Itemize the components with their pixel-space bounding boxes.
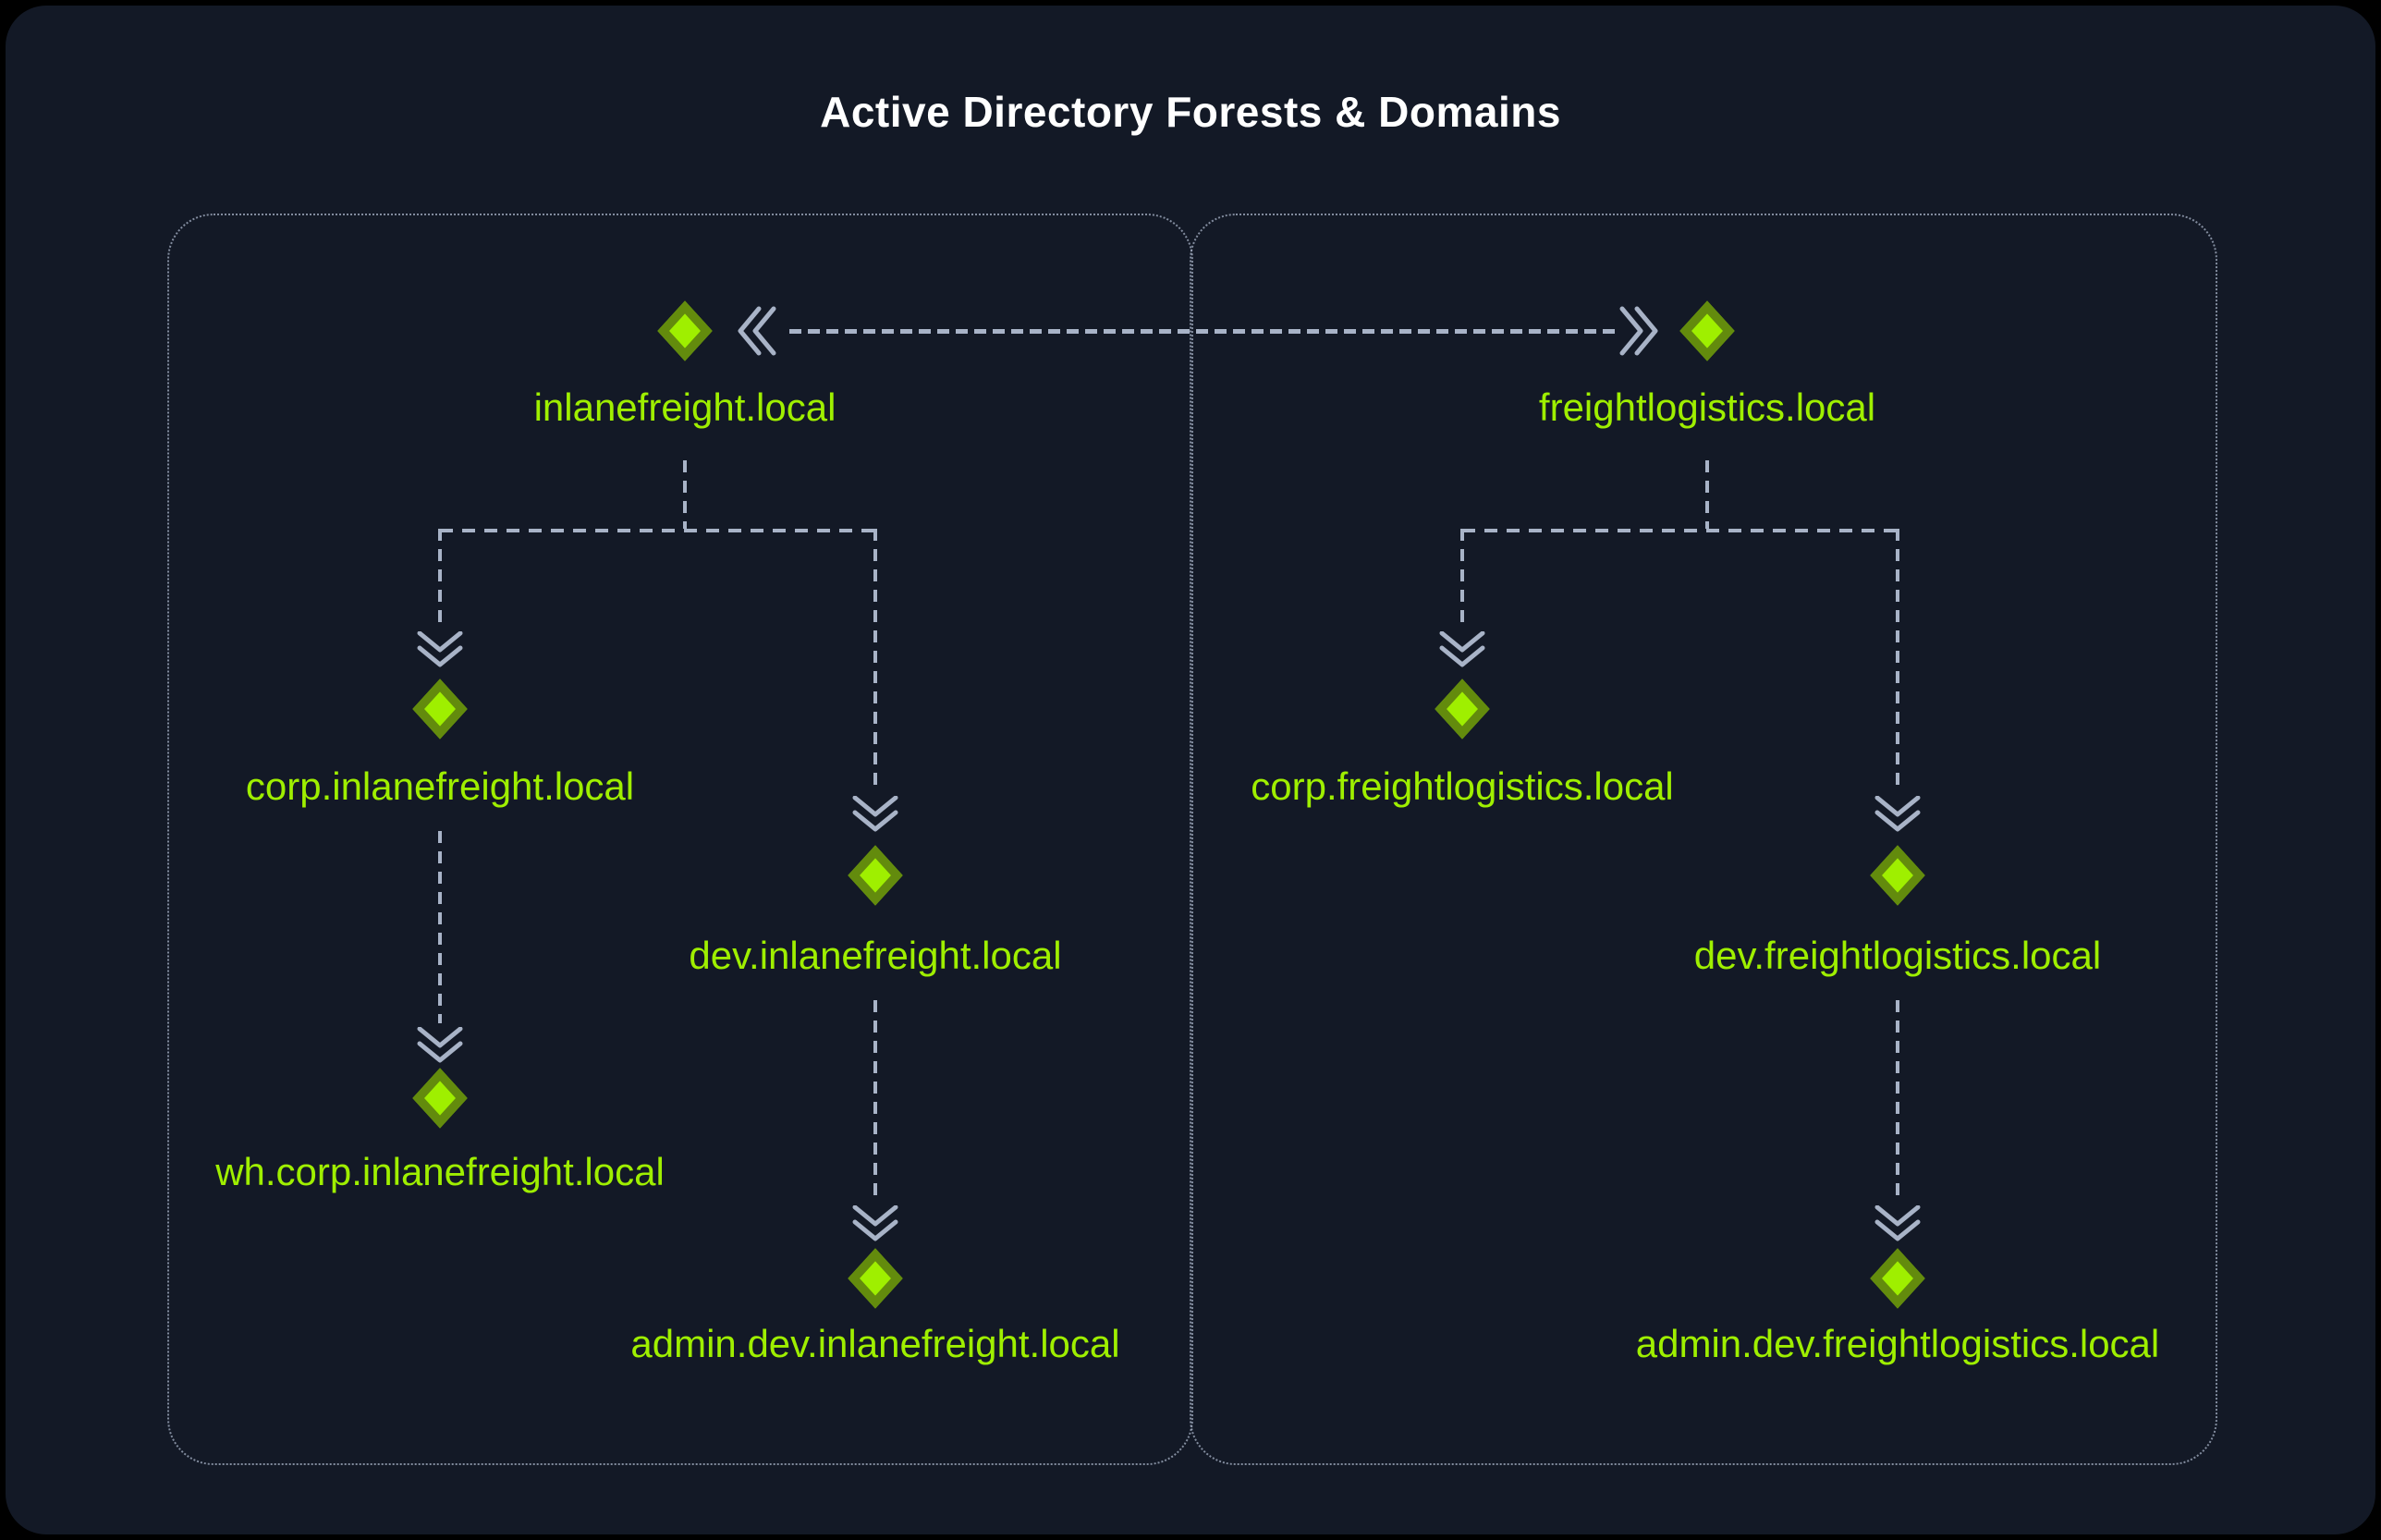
tree-connector [1896, 1000, 1899, 1200]
domain-label-grandchild: wh.corp.inlanefreight.local [215, 1150, 665, 1193]
diagram-panel: Active Directory Forests & Domains inlan… [6, 6, 2375, 1534]
double-chevron-down-icon [1874, 796, 1922, 837]
tree-connector [438, 529, 442, 627]
tree-connector [440, 529, 875, 532]
double-chevron-down-icon [1874, 1205, 1922, 1246]
forest-box-freightlogistics [1190, 214, 2217, 1465]
forest-box-inlanefreight [167, 214, 1193, 1465]
tree-connector [1896, 529, 1899, 791]
double-chevron-down-icon [1438, 631, 1486, 672]
tree-connector [873, 1000, 877, 1200]
trust-line [789, 329, 1616, 334]
double-chevron-down-icon [851, 1205, 899, 1246]
tree-connector [873, 529, 877, 791]
domain-label-root: inlanefreight.local [533, 385, 836, 429]
domain-label-child: corp.freightlogistics.local [1251, 764, 1674, 808]
double-chevron-down-icon [416, 1027, 464, 1068]
tree-connector [683, 460, 687, 529]
tree-connector [438, 831, 442, 1023]
tree-connector [1705, 460, 1709, 529]
double-chevron-down-icon [851, 796, 899, 837]
tree-connector [1462, 529, 1898, 532]
domain-label-root: freightlogistics.local [1538, 385, 1876, 429]
diagram-title: Active Directory Forests & Domains [820, 88, 1561, 136]
domain-label-grandchild: admin.dev.inlanefreight.local [630, 1322, 1120, 1365]
tree-connector [1460, 529, 1464, 627]
double-chevron-right-icon [1618, 305, 1661, 357]
domain-label-child: dev.freightlogistics.local [1693, 934, 2102, 977]
double-chevron-left-icon [735, 305, 777, 357]
domain-label-grandchild: admin.dev.freightlogistics.local [1635, 1322, 2160, 1365]
domain-label-child: corp.inlanefreight.local [245, 764, 635, 808]
double-chevron-down-icon [416, 631, 464, 672]
domain-label-child: dev.inlanefreight.local [689, 934, 1062, 977]
